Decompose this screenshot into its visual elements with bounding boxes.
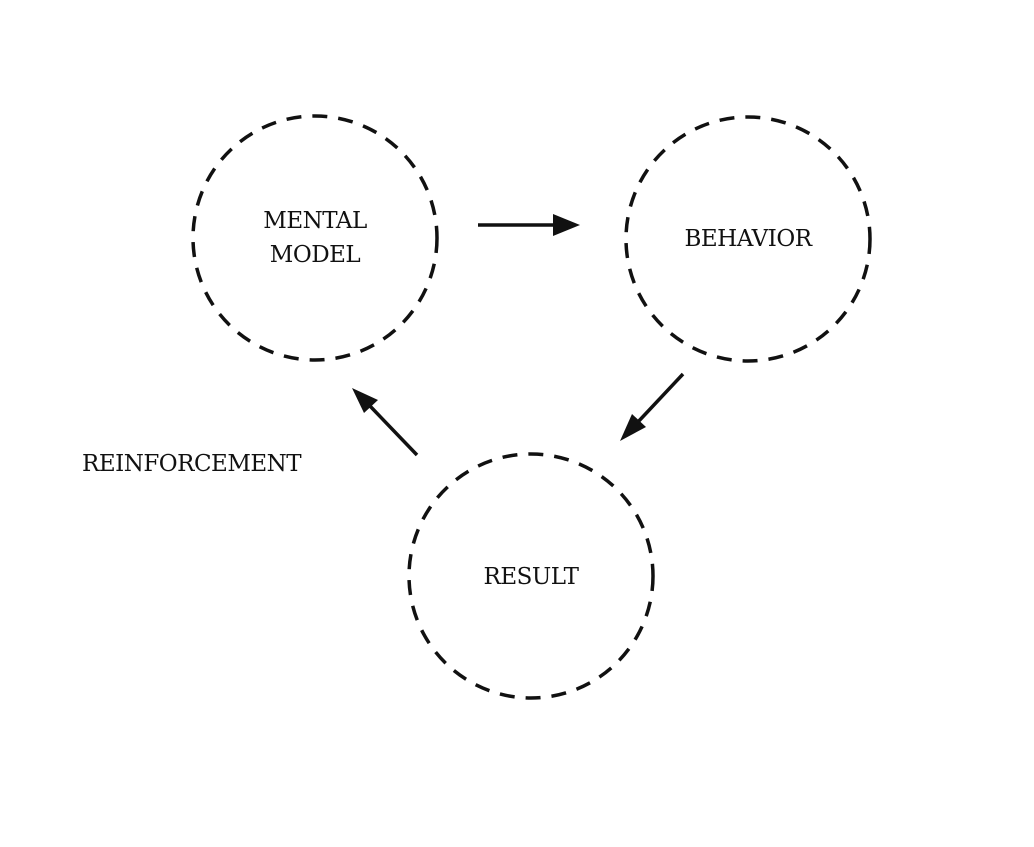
node-behavior-label: BEHAVIOR	[684, 226, 812, 252]
loop-label-reinforcement: REINFORCEMENT	[82, 451, 302, 477]
arrow-mental-model-to-behavior	[478, 214, 580, 236]
node-mental-model-circle	[191, 114, 439, 362]
node-behavior-circle	[624, 115, 872, 363]
node-result-label: RESULT	[484, 564, 580, 590]
arrow-behavior-to-result	[620, 372, 685, 441]
node-mental-model: MENTAL MODEL	[191, 114, 439, 362]
node-mental-model-label-line2: MODEL	[270, 242, 361, 268]
arrow-behavior-to-result-head	[620, 414, 646, 441]
node-result-circle	[407, 452, 655, 700]
arrow-result-to-mental-model-head	[352, 388, 378, 413]
node-behavior: BEHAVIOR	[624, 115, 872, 363]
arrow-result-to-mental-model-shaft	[368, 404, 419, 457]
node-result: RESULT	[407, 452, 655, 700]
arrow-result-to-mental-model	[352, 388, 419, 457]
arrow-behavior-to-result-shaft	[635, 372, 685, 425]
arrow-mental-model-to-behavior-head	[553, 214, 580, 236]
node-mental-model-label-line1: MENTAL	[263, 208, 367, 234]
